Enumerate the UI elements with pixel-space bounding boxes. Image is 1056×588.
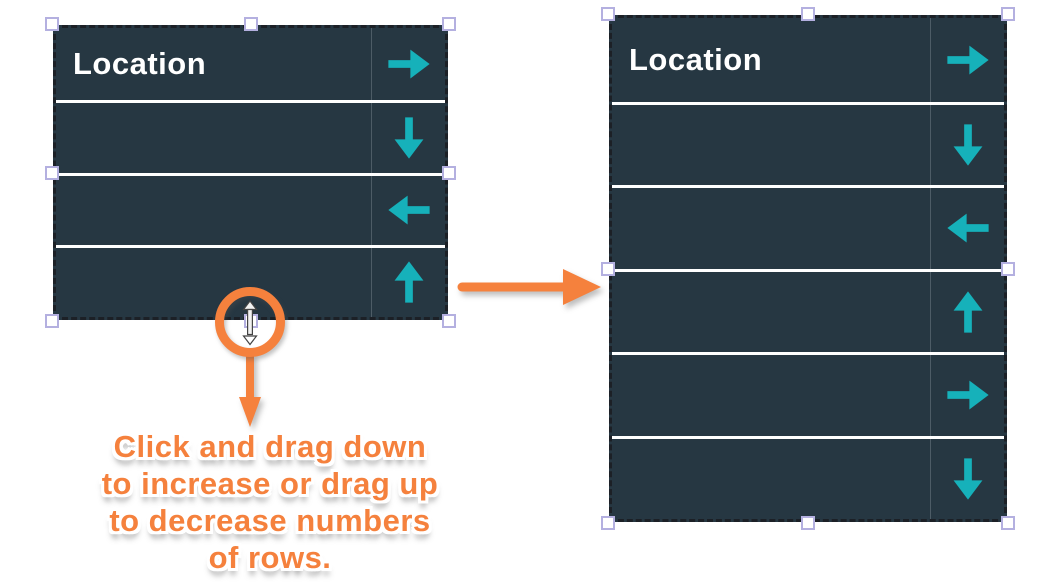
- arrow-left-icon: [387, 195, 430, 225]
- arrow-down-icon: [953, 124, 982, 166]
- row-label-cell[interactable]: [612, 105, 930, 186]
- callout-arrow-down-icon: [239, 353, 261, 427]
- row-label: Location: [73, 46, 207, 82]
- table-row[interactable]: [612, 352, 1004, 436]
- row-arrow-cell[interactable]: [930, 188, 1004, 269]
- table-row[interactable]: [56, 100, 445, 173]
- row-arrow-cell[interactable]: [371, 28, 445, 101]
- resize-handle-top-left[interactable]: [45, 17, 59, 31]
- arrow-down-icon: [394, 117, 423, 159]
- resize-handle-top-right[interactable]: [1001, 7, 1015, 21]
- row-arrow-cell[interactable]: [930, 104, 1004, 185]
- row-arrow-cell[interactable]: [930, 18, 1004, 102]
- table-widget-after[interactable]: Location: [601, 7, 1015, 530]
- highlight-circle: [215, 287, 285, 357]
- annotation-line: of rows.: [208, 540, 332, 575]
- resize-handle-bottom-middle[interactable]: [801, 516, 815, 530]
- annotation-line: Click and drag down: [113, 429, 427, 464]
- table-widget-before[interactable]: Location: [45, 17, 456, 328]
- row-label-cell[interactable]: Location: [56, 28, 371, 100]
- resize-handle-bottom-right[interactable]: [442, 314, 456, 328]
- resize-handle-top-left[interactable]: [601, 7, 615, 21]
- table-row[interactable]: [56, 244, 445, 317]
- row-arrow-cell[interactable]: [930, 438, 1004, 519]
- arrow-up-icon: [394, 261, 423, 303]
- resize-handle-middle-left[interactable]: [601, 261, 615, 276]
- row-label-cell[interactable]: [612, 355, 930, 436]
- arrow-right-icon: [946, 380, 989, 410]
- arrow-right-icon: [387, 49, 430, 79]
- row-label-cell[interactable]: [56, 103, 371, 172]
- resize-handle-top-right[interactable]: [442, 17, 456, 31]
- arrow-left-icon: [946, 213, 989, 243]
- callout-arrow-right-icon: [457, 269, 601, 305]
- resize-handle-middle-right[interactable]: [442, 165, 456, 180]
- resize-handle-middle-left[interactable]: [45, 165, 59, 180]
- row-arrow-cell[interactable]: [371, 247, 445, 317]
- row-label: Location: [629, 41, 763, 77]
- table-row[interactable]: Location: [56, 28, 445, 101]
- resize-handle-top-middle[interactable]: [801, 7, 815, 21]
- annotation-line: to decrease numbers: [109, 503, 431, 538]
- row-label-cell[interactable]: Location: [612, 18, 930, 102]
- annotation-line: to increase or drag up: [101, 466, 439, 501]
- table-row[interactable]: [612, 185, 1004, 269]
- resize-handle-middle-right[interactable]: [1001, 261, 1015, 276]
- row-arrow-cell[interactable]: [930, 355, 1004, 436]
- resize-handle-top-middle[interactable]: [243, 17, 258, 31]
- table-row[interactable]: [612, 101, 1004, 186]
- location-table-4rows[interactable]: Location: [53, 25, 448, 320]
- arrow-right-icon: [946, 45, 989, 75]
- annotation-text: Click and drag down to increase or drag …: [55, 428, 485, 576]
- resize-handle-bottom-left[interactable]: [601, 516, 615, 530]
- arrow-up-icon: [953, 291, 982, 333]
- resize-handle-bottom-right[interactable]: [1001, 516, 1015, 530]
- row-arrow-cell[interactable]: [371, 103, 445, 173]
- table-row[interactable]: Location: [612, 18, 1004, 102]
- location-table-6rows[interactable]: Location: [609, 15, 1007, 522]
- arrow-down-icon: [953, 458, 982, 500]
- table-row[interactable]: [56, 172, 445, 245]
- row-arrow-cell[interactable]: [930, 271, 1004, 352]
- resize-handle-bottom-left[interactable]: [45, 314, 59, 328]
- row-arrow-cell[interactable]: [371, 175, 445, 245]
- row-label-cell[interactable]: [612, 272, 930, 353]
- row-label-cell[interactable]: [612, 188, 930, 269]
- ns-resize-cursor-icon: [242, 300, 258, 346]
- row-label-cell[interactable]: [56, 176, 371, 245]
- row-label-cell[interactable]: [56, 248, 371, 317]
- table-row[interactable]: [612, 435, 1004, 520]
- row-label-cell[interactable]: [612, 439, 930, 520]
- table-row[interactable]: [612, 268, 1004, 353]
